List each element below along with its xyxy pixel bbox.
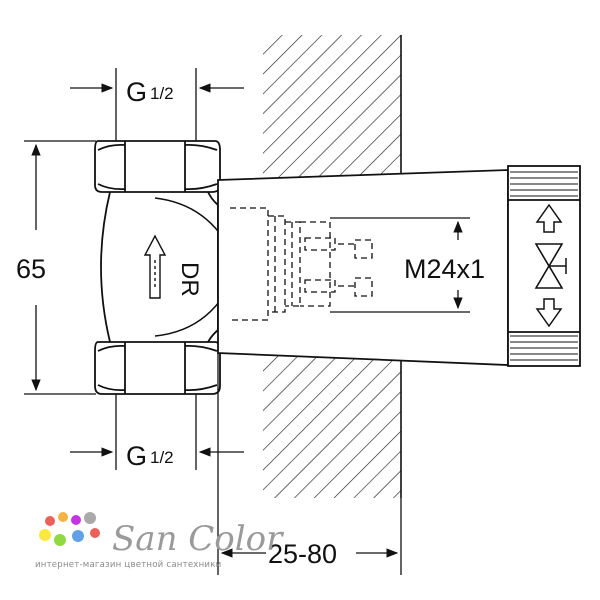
watermark-name: San Color	[112, 519, 284, 559]
control-handle	[507, 165, 581, 367]
dim-wall-depth-label: 25-80	[268, 539, 337, 569]
dim-top-thread	[70, 68, 244, 141]
wall-lower	[263, 352, 401, 498]
top-hex-nut	[94, 140, 221, 193]
dim-wall-depth	[217, 353, 402, 575]
internal-cartridge	[230, 207, 373, 321]
dim-height	[24, 140, 96, 395]
dim-bottom-thread-fraction: 1/2	[150, 448, 174, 467]
dim-top-thread-label: G	[126, 77, 147, 107]
dim-connection	[330, 217, 470, 313]
valve-body	[94, 140, 239, 395]
dim-bottom-thread-label: G	[126, 441, 147, 471]
wall-upper	[263, 35, 401, 181]
watermark-logo	[39, 512, 100, 546]
dim-top-thread-fraction: 1/2	[150, 84, 174, 103]
open-close-arrow-icon	[535, 203, 563, 328]
dim-bottom-thread	[70, 394, 244, 470]
bottom-hex-nut	[94, 341, 221, 395]
flow-label: DR	[176, 262, 203, 297]
valve-symbol-icon	[534, 243, 567, 289]
watermark-tagline: интернет-магазин цветной сантехники	[35, 560, 221, 570]
wall-section	[263, 35, 402, 498]
dim-connection-label: M24x1	[404, 254, 485, 284]
dim-height-label: 65	[16, 254, 46, 284]
flow-arrow-icon	[143, 234, 167, 299]
